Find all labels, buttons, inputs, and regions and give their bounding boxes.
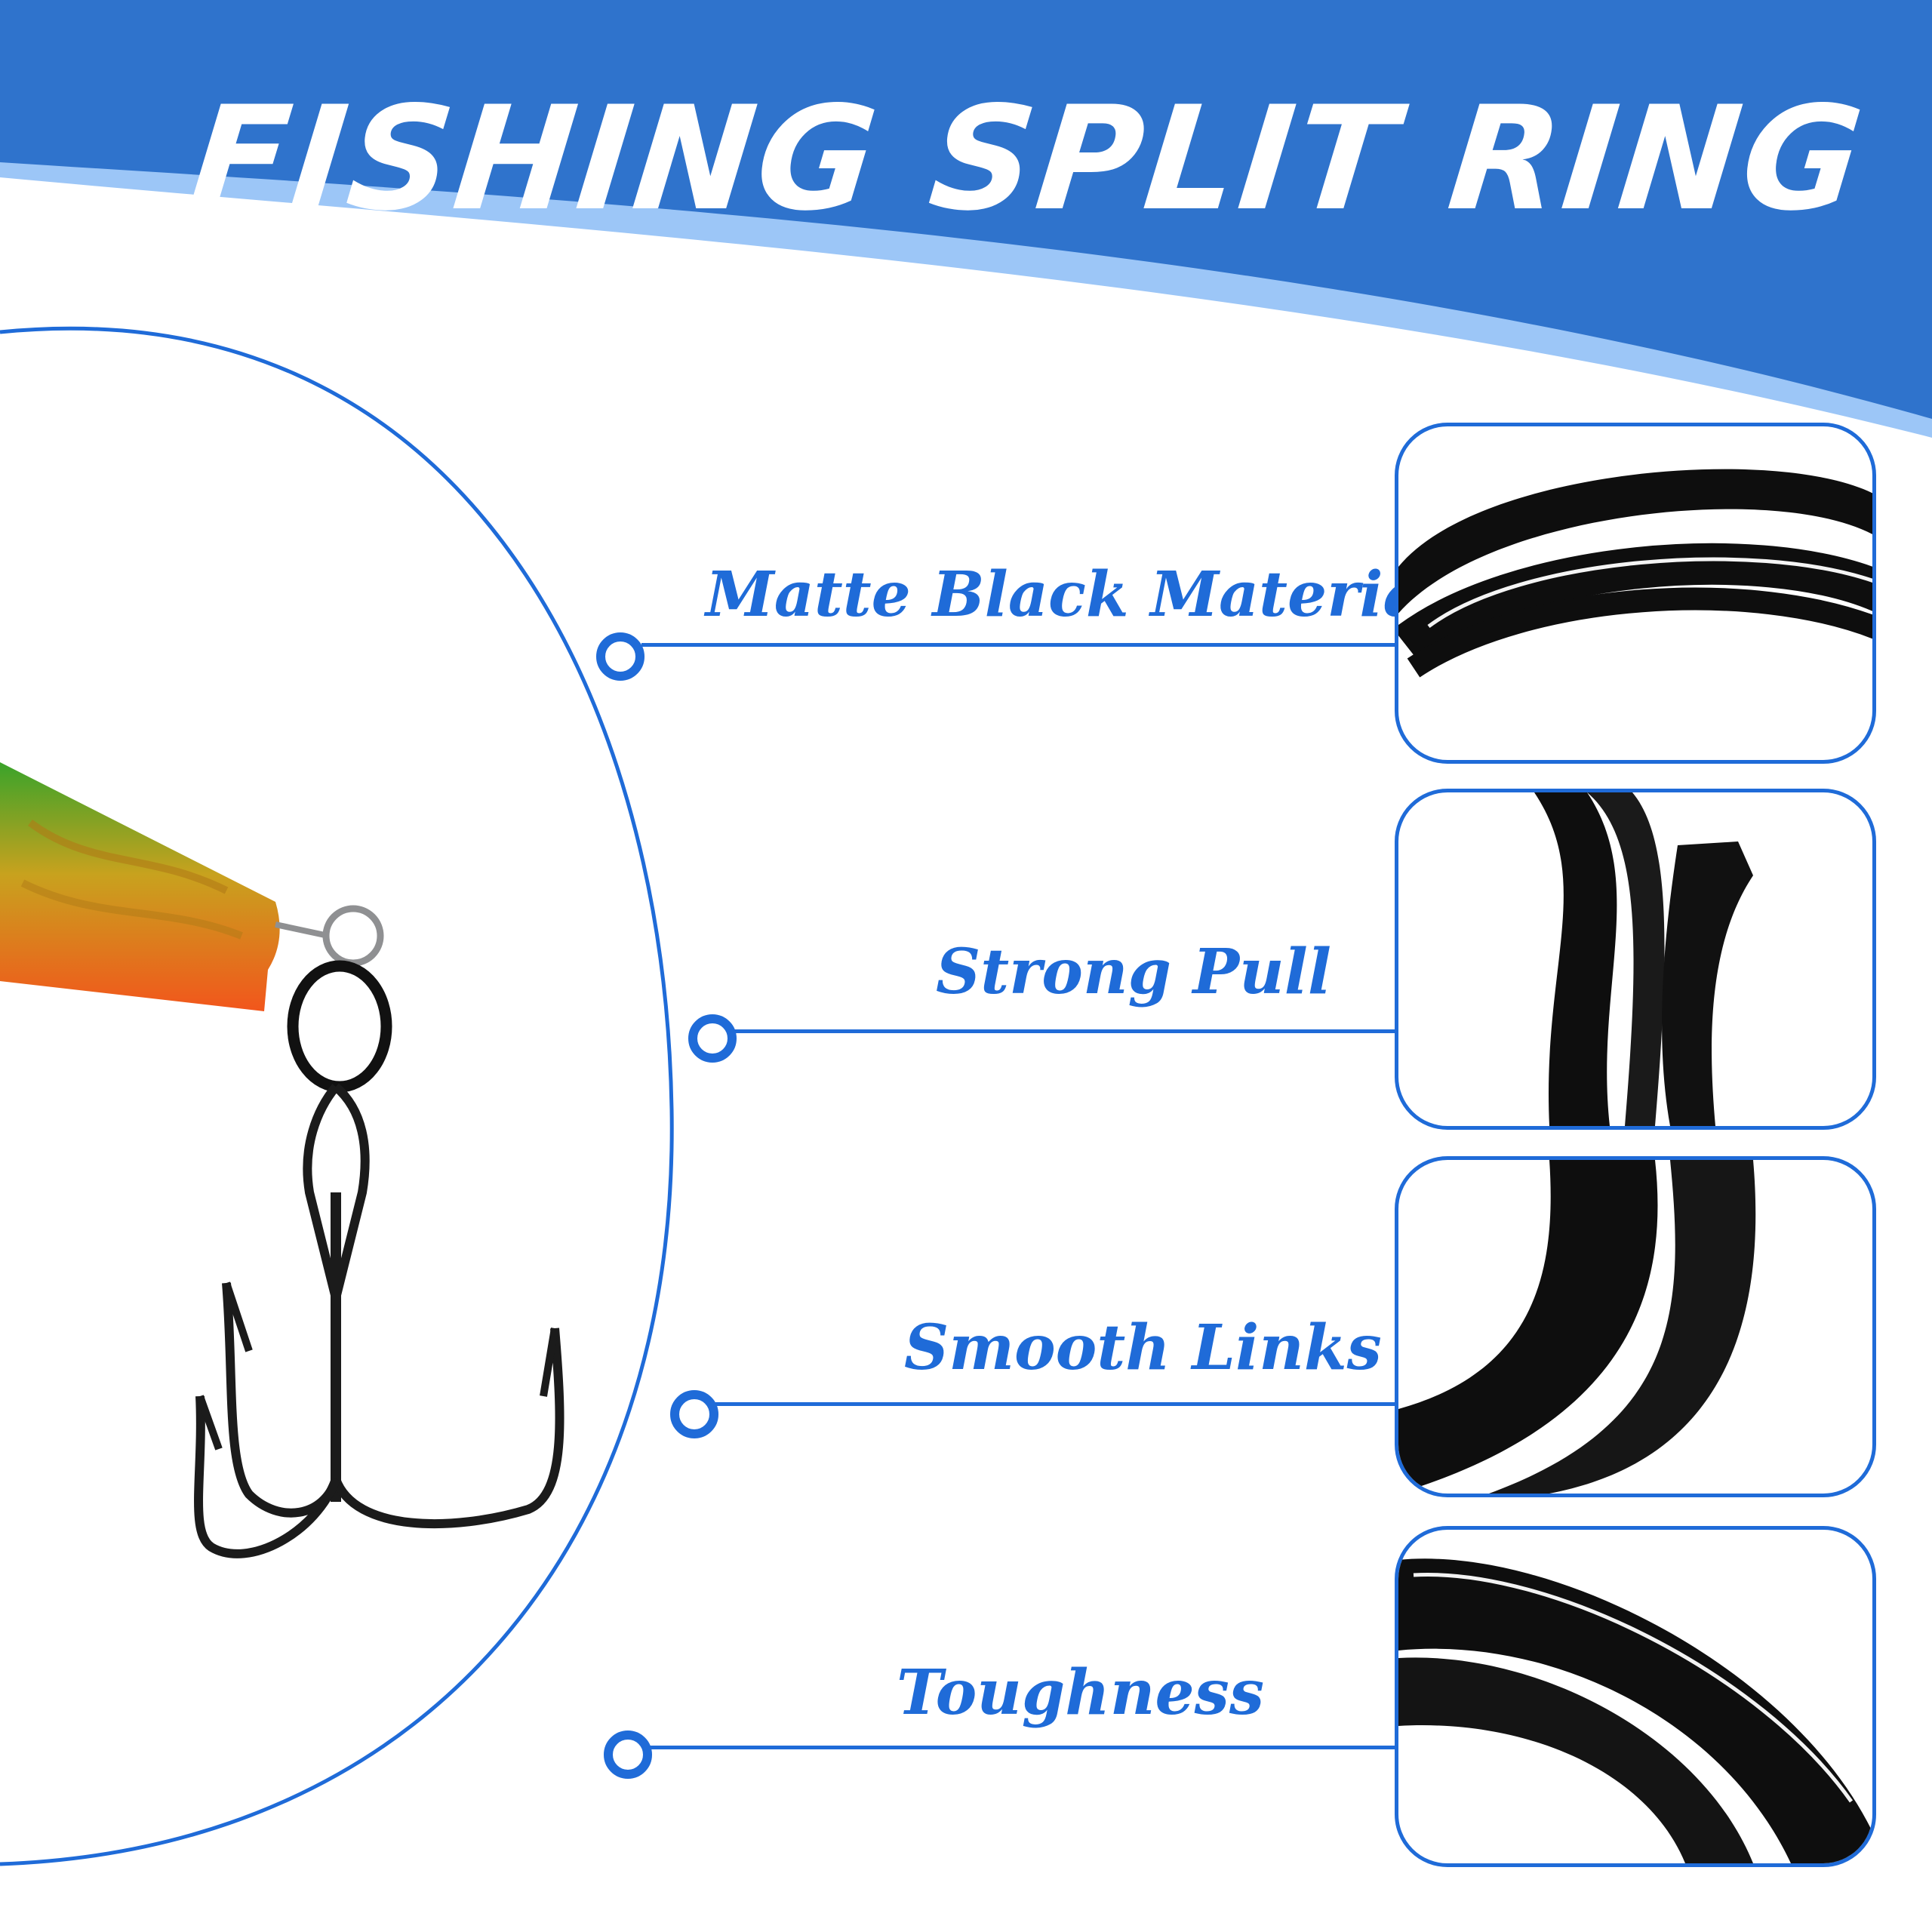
feature-label-strong-pull: Strong Pull bbox=[936, 936, 1332, 1008]
callout-dot bbox=[688, 1014, 737, 1063]
detail-image-strong-pull bbox=[1395, 789, 1876, 1130]
detail-image-toughness bbox=[1395, 1526, 1876, 1867]
detail-image-smooth-links bbox=[1395, 1156, 1876, 1497]
feature-label-toughness: Toughness bbox=[897, 1657, 1264, 1729]
callout-dot bbox=[670, 1390, 718, 1438]
lure-hook-illustration bbox=[0, 326, 674, 1866]
callout-line bbox=[734, 1029, 1396, 1033]
feature-label-matte-black: Matte Black Material bbox=[706, 558, 1447, 631]
callout-line bbox=[715, 1402, 1396, 1406]
callout-dot bbox=[604, 1730, 652, 1779]
detail-image-matte-black bbox=[1395, 423, 1876, 764]
callout-dot bbox=[596, 632, 645, 681]
callout-line bbox=[641, 643, 1396, 647]
feature-label-smooth-links: Smooth Links bbox=[904, 1312, 1382, 1384]
callout-line bbox=[649, 1746, 1396, 1749]
